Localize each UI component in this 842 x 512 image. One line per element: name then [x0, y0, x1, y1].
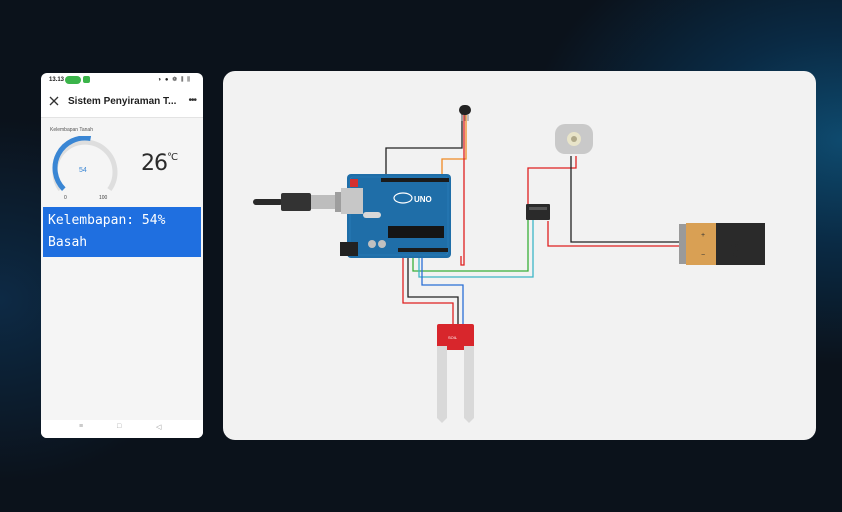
wire-green-relay	[412, 211, 529, 272]
wire-red-relay-motor	[527, 156, 577, 206]
battery-minus-label: −	[701, 252, 705, 259]
gauge-fill	[52, 136, 92, 191]
notification-icon	[83, 76, 90, 83]
app-bar: Sistem Penyiraman T... •••	[41, 89, 203, 117]
status-bar: 13.13 ◑ ● ❁ ⫼ ⫼	[41, 73, 203, 89]
gauge-max-label: 100	[99, 195, 108, 201]
recent-apps-icon[interactable]: ≡	[79, 423, 84, 430]
sensor-label: SOIL	[448, 335, 458, 340]
wire-red-soil	[402, 256, 454, 329]
dashboard-content: Kelembapan Tanah 54 0 100 26°C Kelembapa…	[41, 118, 203, 438]
temperature-value: 26	[141, 151, 168, 176]
temperature-sensor[interactable]	[459, 105, 471, 121]
page-title: Sistem Penyiraman T...	[68, 96, 177, 107]
temperature-display: 26°C	[141, 151, 178, 176]
system-nav-bar: ≡ □ ◁	[41, 420, 203, 438]
circuit-canvas[interactable]: UNO + − 9V SOIL	[223, 71, 816, 440]
wire-orange-sensor	[441, 113, 467, 176]
wire-red-relay-battery	[547, 221, 681, 247]
call-pill-icon	[65, 76, 81, 84]
wire-black-sensor	[385, 113, 463, 176]
close-icon[interactable]	[48, 95, 60, 107]
circuit-diagram: UNO + − 9V SOIL	[253, 105, 765, 423]
divider	[41, 117, 203, 118]
wire-black-motor-battery	[570, 156, 681, 243]
back-icon[interactable]: ◁	[156, 424, 162, 431]
gauge-value: 54	[79, 167, 87, 174]
wire-teal-relay	[418, 211, 534, 278]
status-time: 13.13	[49, 77, 65, 83]
battery-plus-label: +	[701, 232, 705, 239]
home-icon[interactable]: □	[117, 423, 122, 430]
soil-moisture-sensor[interactable]: SOIL	[437, 324, 474, 423]
dc-motor[interactable]	[555, 124, 593, 154]
lcd-display: Kelembapan: 54% Basah	[43, 207, 201, 257]
gauge-label: Kelembapan Tanah	[50, 127, 93, 133]
lcd-line-2: Basah	[48, 235, 88, 250]
relay-module[interactable]	[526, 204, 550, 220]
moisture-gauge	[52, 136, 118, 192]
battery-9v[interactable]: + − 9V	[679, 223, 765, 265]
more-options-icon[interactable]: •••	[188, 95, 196, 106]
arduino-uno-board[interactable]: UNO	[340, 174, 451, 258]
phone-screen: 13.13 ◑ ● ❁ ⫼ ⫼ Sistem Penyiraman T... •…	[41, 73, 203, 438]
wire-blue-soil	[421, 256, 464, 329]
lcd-line-1: Kelembapan: 54%	[48, 213, 166, 228]
battery-label: 9V	[728, 244, 740, 258]
wire-red-sensor	[460, 113, 465, 266]
status-icons: ◑ ● ❁ ⫼ ⫼	[157, 77, 191, 83]
board-label: UNO	[414, 195, 432, 204]
temperature-unit: °C	[167, 152, 178, 163]
gauge-min-label: 0	[64, 195, 67, 201]
wire-black-soil	[407, 256, 459, 329]
wires	[385, 113, 681, 329]
